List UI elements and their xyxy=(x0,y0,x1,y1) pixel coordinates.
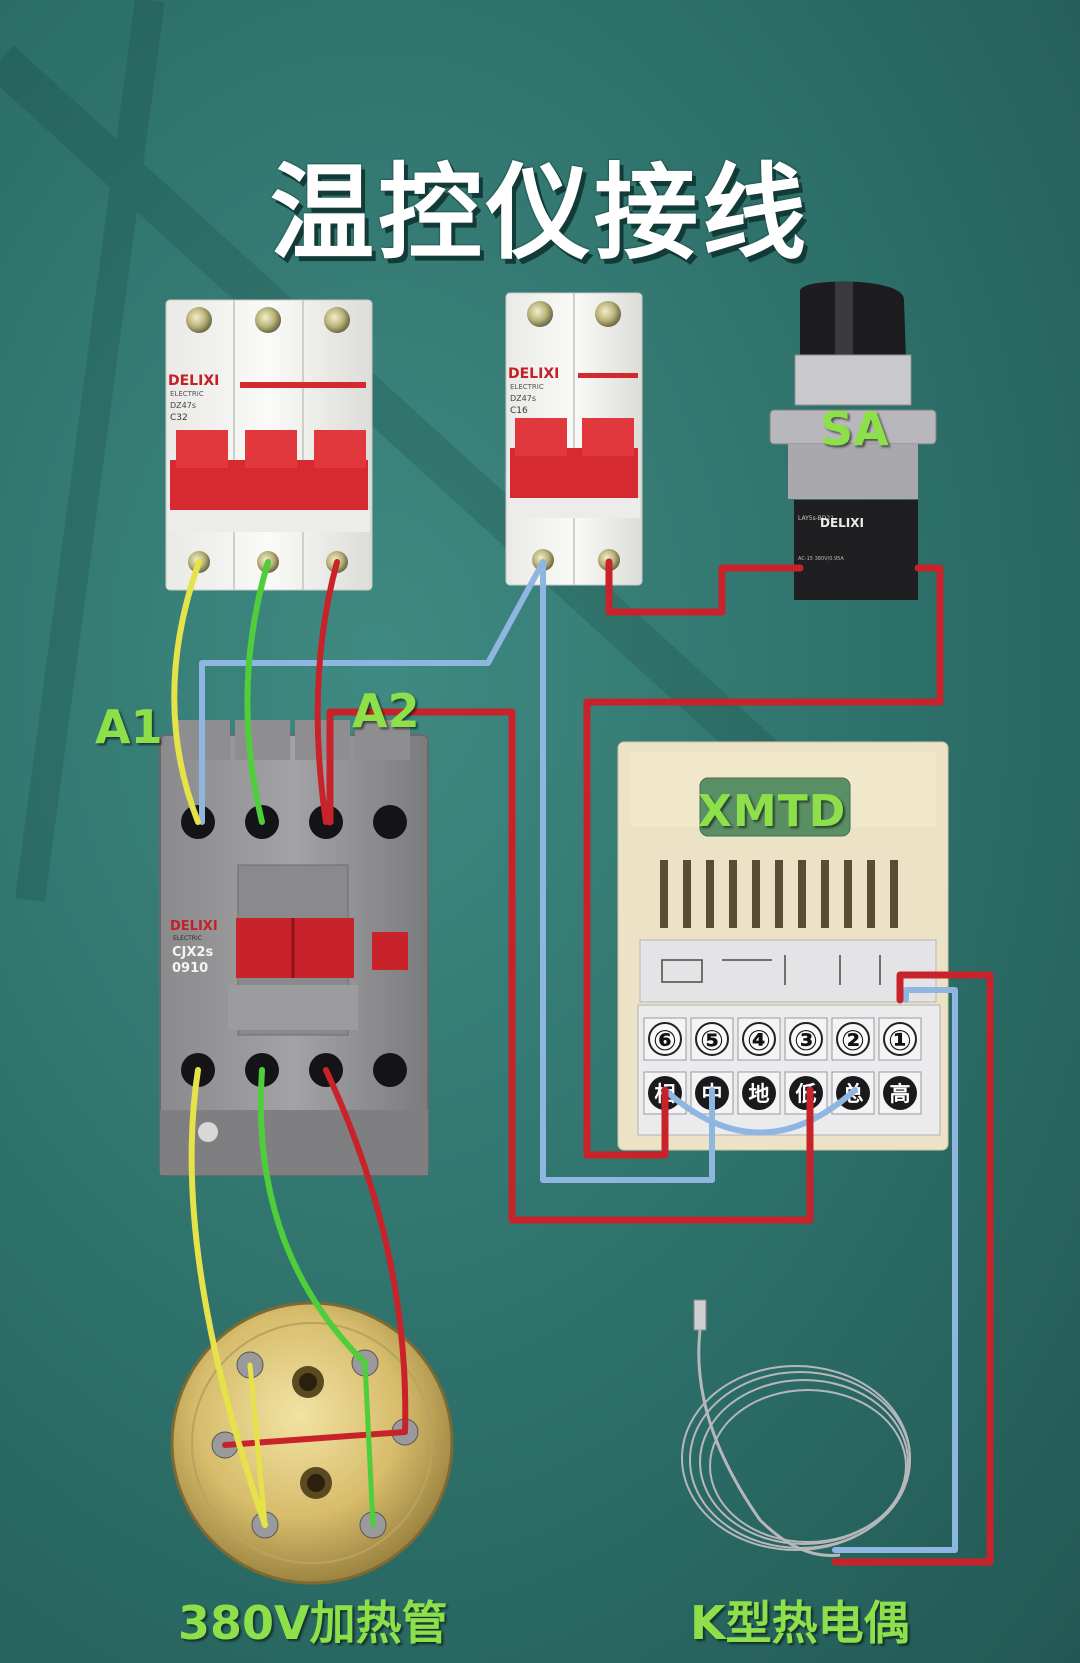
label-thermocouple: K型热电偶 xyxy=(690,1596,910,1650)
screw-icon xyxy=(324,307,350,333)
contactor-code: 0910 xyxy=(172,961,208,976)
contactor-sub: ELECTRIC xyxy=(173,935,202,942)
terminal-name-ring xyxy=(883,1076,917,1110)
screw-icon xyxy=(255,307,281,333)
terminal-number-ring xyxy=(836,1022,870,1056)
terminal-name: 地 xyxy=(749,1082,770,1106)
breaker-3p xyxy=(165,299,373,591)
terminal-number: ④ xyxy=(747,1024,771,1057)
contactor-model: CJX2s xyxy=(172,945,213,960)
terminal-number-ring xyxy=(695,1022,729,1056)
page-title: 温控仪接线 xyxy=(269,152,810,274)
contactor xyxy=(159,720,429,1176)
breaker-3p-rating: C32 xyxy=(170,413,188,423)
wires xyxy=(171,558,994,1566)
breaker-2p-brand: DELIXI xyxy=(508,366,559,382)
breaker-2p-rating: C16 xyxy=(510,406,528,416)
terminal-number-ring xyxy=(742,1022,776,1056)
terminal-number-ring xyxy=(648,1022,682,1056)
contactor-brand: DELIXI xyxy=(170,919,218,934)
terminal-number: ⑤ xyxy=(700,1024,724,1057)
screw-icon xyxy=(595,301,621,327)
svg-text:AC-15 380V/0.95A: AC-15 380V/0.95A xyxy=(798,556,844,562)
selector-switch: LAY5s-BD21 AC-15 380V/0.95A xyxy=(769,281,937,600)
terminal-number: ⑥ xyxy=(653,1024,677,1057)
label-heater: 380V加热管 xyxy=(178,1596,448,1650)
terminal-name-ring xyxy=(742,1076,776,1110)
selector-switch-brand: DELIXI xyxy=(820,516,864,530)
terminal-number-ring xyxy=(883,1022,917,1056)
breaker-3p-brand: DELIXI xyxy=(168,373,219,389)
breaker-2p-sub: ELECTRIC xyxy=(510,383,544,391)
breaker-2p xyxy=(505,292,643,586)
terminal-name-ring xyxy=(789,1076,823,1110)
thermocouple xyxy=(681,1299,911,1558)
label-a1: A1 xyxy=(95,700,163,754)
label-controller: XMTD xyxy=(698,786,847,837)
breaker-2p-model: DZ47s xyxy=(510,394,536,403)
breaker-3p-sub: ELECTRIC xyxy=(170,390,204,398)
terminal-number-ring xyxy=(789,1022,823,1056)
breaker-3p-model: DZ47s xyxy=(170,401,196,410)
svg-text:LAY5s-BD21: LAY5s-BD21 xyxy=(798,515,834,522)
terminal-name: 高 xyxy=(890,1082,911,1106)
screw-icon xyxy=(186,307,212,333)
screw-icon xyxy=(527,301,553,327)
terminal-number: ③ xyxy=(794,1024,818,1057)
terminal-number: ② xyxy=(841,1024,865,1057)
terminal-number: ① xyxy=(888,1024,912,1057)
label-a2: A2 xyxy=(352,684,420,738)
label-selector-switch: SA xyxy=(820,402,889,456)
